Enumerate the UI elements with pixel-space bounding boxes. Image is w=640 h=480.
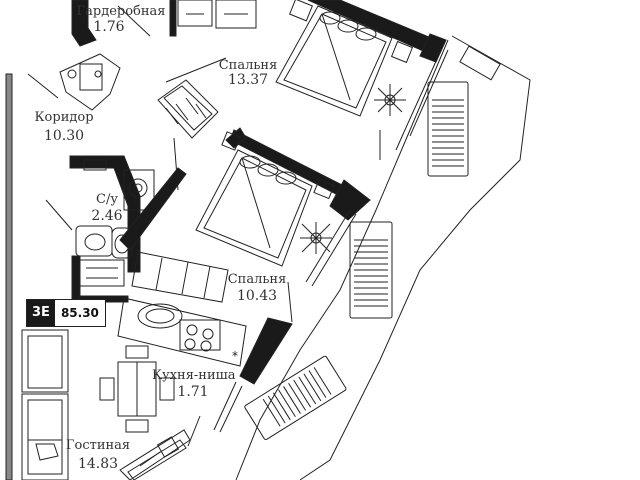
bed-2 xyxy=(195,131,335,267)
apartment-total-area: 85.30 xyxy=(54,300,105,326)
room-name: С/у xyxy=(96,192,118,207)
terrace xyxy=(235,35,531,480)
side-table xyxy=(459,45,501,81)
room-label-living: Гостиная 14.83 xyxy=(62,438,134,472)
sun-lounger-1 xyxy=(427,81,469,177)
room-label-bedroom-2: Спальня 10.43 xyxy=(222,272,292,304)
svg-text:*: * xyxy=(232,349,238,363)
bed-1 xyxy=(275,0,414,117)
room-area-wardrobe: 1.76 xyxy=(84,20,134,35)
sun-lounger-2 xyxy=(349,221,393,319)
room-area: 13.37 xyxy=(227,72,269,88)
room-name: Коридор xyxy=(34,110,94,125)
room-label-kitchen: Кухня-ниша 1.71 xyxy=(152,368,236,400)
room-area: 1.71 xyxy=(177,384,209,400)
room-label-bedroom-1: Спальня 13.37 xyxy=(210,58,286,88)
left-exterior-wall xyxy=(5,73,13,480)
bedroom-1-closet xyxy=(157,79,219,139)
room-name: Гардеробная xyxy=(76,4,166,19)
bedroom-1-cabinets xyxy=(169,0,257,37)
room-label-wardrobe: Гардеробная xyxy=(76,4,166,19)
bedroom-1-walls xyxy=(307,0,449,151)
room-area: 14.83 xyxy=(77,456,119,472)
kitchen-counter: * xyxy=(71,251,247,367)
apartment-badge: 3Е 85.30 xyxy=(26,299,106,327)
room-label-corridor: Коридор 10.30 xyxy=(26,110,102,144)
kitchen-wall xyxy=(213,317,293,433)
room-name: Спальня xyxy=(227,272,287,287)
sofa xyxy=(21,329,69,480)
room-area: 1.76 xyxy=(93,19,125,35)
room-area: 10.30 xyxy=(43,128,85,144)
room-name: Кухня-ниша xyxy=(152,368,236,383)
wardrobe-area xyxy=(59,0,121,111)
plant-2 xyxy=(300,222,332,254)
living-cabinet xyxy=(119,429,191,480)
room-label-bathroom: С/у 2.46 xyxy=(82,192,132,224)
apartment-code: 3Е xyxy=(27,300,55,326)
room-area: 2.46 xyxy=(91,208,123,224)
plant-1 xyxy=(374,84,406,116)
room-area: 10.43 xyxy=(236,288,278,304)
sun-lounger-3 xyxy=(244,355,347,441)
room-name: Спальня xyxy=(218,58,278,73)
bedroom-2-walls xyxy=(119,127,371,287)
bathroom-fixtures xyxy=(69,155,155,273)
room-name: Гостиная xyxy=(65,438,131,453)
dining-table xyxy=(99,345,175,433)
